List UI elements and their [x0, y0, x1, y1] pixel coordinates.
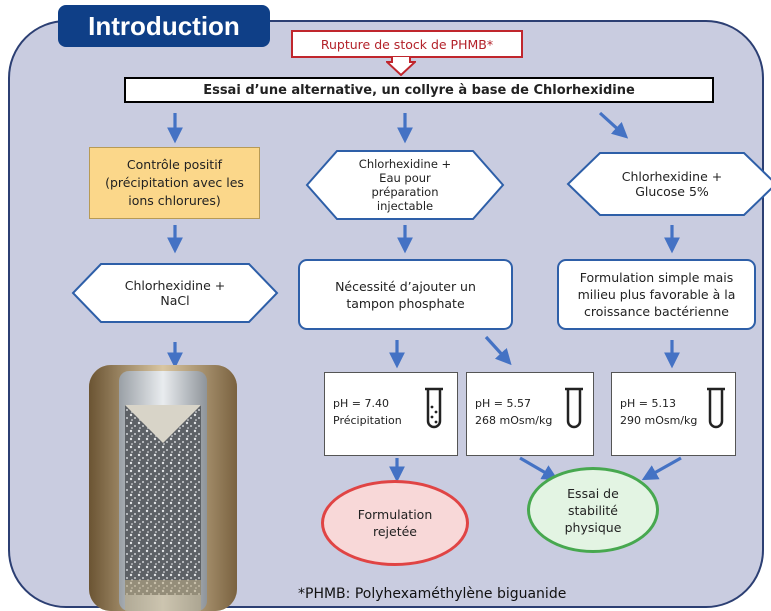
test-tube-icon: [707, 387, 725, 429]
rejected-formulation-ellipse: Formulation rejetée: [321, 480, 469, 566]
positive-control-box: Contrôle positif (précipitation avec les…: [89, 147, 260, 219]
alternative-banner: Essai d’une alternative, un collyre à ba…: [124, 77, 714, 103]
result-phosphate-text: pH = 5.57 268 mOsm/kg: [475, 397, 553, 427]
precipitation-vial-photo: [89, 365, 237, 611]
arrow-result2-to-stability: [519, 456, 559, 481]
water-hexagon: Chlorhexidine + Eau pour préparation inj…: [305, 149, 505, 221]
result-glucose-text: pH = 5.13 290 mOsm/kg: [620, 397, 698, 427]
nacl-hexagon-label: Chlorhexidine + NaCl: [124, 278, 226, 308]
stability-test-ellipse: Essai de stabilité physique: [527, 467, 659, 553]
test-tube-icon: [425, 387, 443, 429]
glucose-hexagon-label: Chlorhexidine + Glucose 5%: [621, 169, 723, 199]
arrow-to-result2: [484, 335, 512, 366]
arrow-result3-to-stability: [641, 456, 682, 481]
simple-formulation-box: Formulation simple mais milieu plus favo…: [557, 259, 756, 330]
footnote: *PHMB: Polyhexaméthylène biguanide: [298, 586, 567, 602]
arrow-to-glucose-hex: [598, 111, 629, 139]
test-tube-icon: [565, 387, 583, 429]
result-precipitation-text: pH = 7.40 Précipitation: [333, 397, 402, 427]
water-hexagon-label: Chlorhexidine + Eau pour préparation inj…: [358, 157, 452, 213]
callout-arrow-icon: [386, 56, 416, 76]
result-phosphate-box: pH = 5.57 268 mOsm/kg: [466, 372, 594, 456]
glucose-hexagon: Chlorhexidine + Glucose 5%: [566, 151, 771, 217]
result-glucose-box: pH = 5.13 290 mOsm/kg: [611, 372, 736, 456]
stock-rupture-callout: Rupture de stock de PHMB*: [291, 30, 523, 58]
nacl-hexagon: Chlorhexidine + NaCl: [71, 262, 279, 324]
intro-title: Introduction: [58, 5, 270, 47]
result-precipitation-box: pH = 7.40 Précipitation: [324, 372, 458, 456]
phosphate-buffer-box: Nécessité d’ajouter un tampon phosphate: [298, 259, 513, 330]
